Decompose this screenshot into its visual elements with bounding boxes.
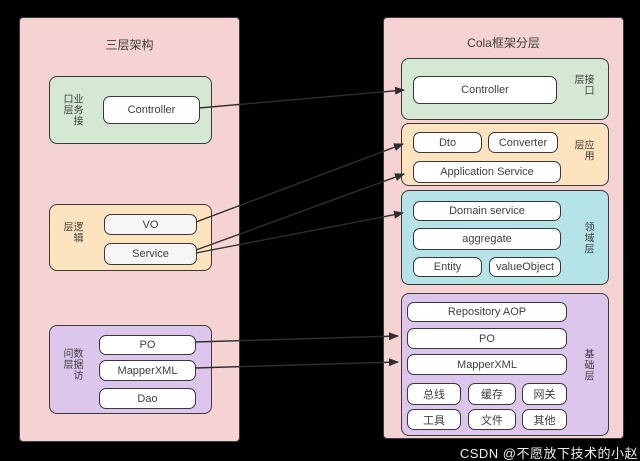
group-label-infrastructure: 基础层 [582,348,593,381]
group-label-interface: 接口层 [572,74,593,96]
group-data-access-layer: 数据访问层 PO MapperXML Dao [49,325,212,414]
panel-cola-framework: Cola框架分层 接口层 Controller 应用层 Dto Converte… [383,17,624,439]
node-left-dao: Dao [99,388,196,409]
group-label-domain: 领域层 [582,221,593,254]
group-label-business-interface: 业务接口层 [61,93,82,127]
group-domain-layer: 领域层 Domain service aggregate Entity valu… [401,190,609,285]
node-right-converter: Converter [488,132,558,153]
node-right-domain-service: Domain service [413,201,561,221]
node-right-valueobject: valueObject [489,257,561,277]
left-panel-title: 三层架构 [105,38,154,52]
group-infrastructure-layer: 基础层 Repository AOP PO MapperXML 总线 缓存 网关… [401,293,609,436]
panel-three-tier-architecture: 三层架构 业务接口层 Controller 逻辑层 VO Service 数据访… [19,17,240,442]
group-interface-layer: 接口层 Controller [401,58,609,120]
node-right-files: 文件 [468,409,516,430]
node-right-repository-aop: Repository AOP [407,302,567,322]
node-right-aggregate: aggregate [413,228,561,250]
group-business-interface-layer: 业务接口层 Controller [49,76,212,144]
node-right-gateway: 网关 [522,383,567,405]
node-left-controller: Controller [103,96,200,124]
group-logic-layer: 逻辑层 VO Service [49,204,212,271]
node-right-bus: 总线 [407,383,461,405]
group-application-layer: 应用层 Dto Converter Application Service [401,123,609,186]
group-label-application: 应用层 [572,139,593,162]
node-right-application-service: Application Service [413,161,561,183]
node-left-po: PO [99,335,196,355]
node-left-mapperxml: MapperXML [99,360,196,381]
group-label-data-access: 数据访问层 [61,347,82,381]
node-right-controller: Controller [413,76,557,104]
node-right-mapperxml: MapperXML [407,354,567,375]
node-right-other: 其他 [522,409,567,430]
node-right-cache: 缓存 [468,383,516,405]
group-label-logic: 逻辑层 [61,221,82,244]
node-right-entity: Entity [413,257,482,277]
right-panel-title: Cola框架分层 [467,36,540,50]
node-left-service: Service [104,243,197,265]
node-right-dto: Dto [413,132,482,153]
node-right-tools: 工具 [407,409,461,430]
node-right-po: PO [407,328,567,349]
csdn-watermark: CSDN @不愿放下技术的小赵 [459,446,638,461]
node-left-vo: VO [104,214,197,235]
